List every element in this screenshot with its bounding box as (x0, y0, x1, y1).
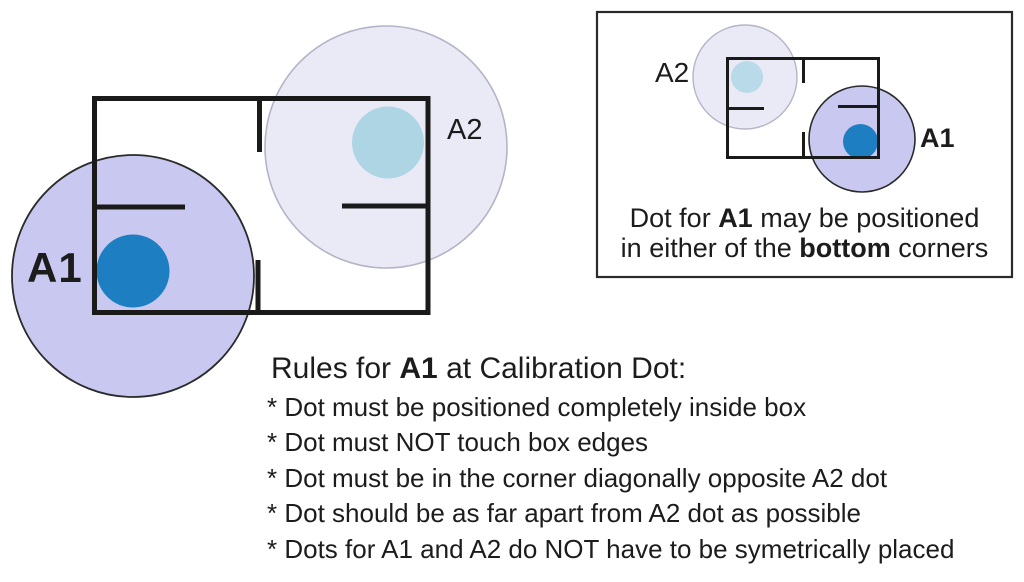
rules-title-pre: Rules for (271, 352, 400, 385)
main-a2-dot (352, 106, 424, 179)
inset-a1-dot (843, 124, 878, 159)
rules-title-bold: A1 (399, 352, 438, 385)
inset-caption-line2-post: corners (890, 233, 989, 263)
inset-caption-line2: in either of the bottom corners (597, 233, 1012, 263)
rule-item: * Dot must be positioned completely insi… (267, 392, 807, 422)
inset-caption-line1-post: may be positioned (752, 203, 980, 233)
rule-item: * Dots for A1 and A2 do NOT have to be s… (267, 533, 955, 564)
rules-title: Rules for A1 at Calibration Dot: (271, 352, 686, 386)
inset-a2-label: A2 (655, 57, 690, 88)
main-a2-label: A2 (447, 114, 483, 146)
rules-list: * Dot must be positioned completely insi… (267, 390, 954, 567)
inset-a1-label: A1 (920, 123, 955, 153)
inset-caption-line1-pre: Dot for (629, 203, 719, 233)
inset-caption: Dot for A1 may be positioned in either o… (597, 203, 1012, 263)
main-calibration-box (92, 96, 431, 315)
inset-calibration-box (726, 57, 880, 159)
rule-item: * Dot should be as far apart from A2 dot… (267, 498, 862, 529)
inset-caption-line1: Dot for A1 may be positioned (597, 203, 1012, 233)
inset-a2-dot (731, 61, 763, 93)
main-a1-label: A1 (27, 244, 83, 291)
main-a1-dot (96, 234, 170, 308)
inset-caption-line1-bold: A1 (718, 203, 753, 233)
rule-item: * Dot must be in the corner diagonally o… (267, 462, 888, 493)
inset-caption-line2-bold: bottom (799, 233, 891, 263)
rule-item: * Dot must NOT touch box edges (267, 427, 649, 458)
rules-title-post: at Calibration Dot: (437, 352, 687, 385)
inset-caption-line2-pre: in either of the (620, 233, 800, 263)
